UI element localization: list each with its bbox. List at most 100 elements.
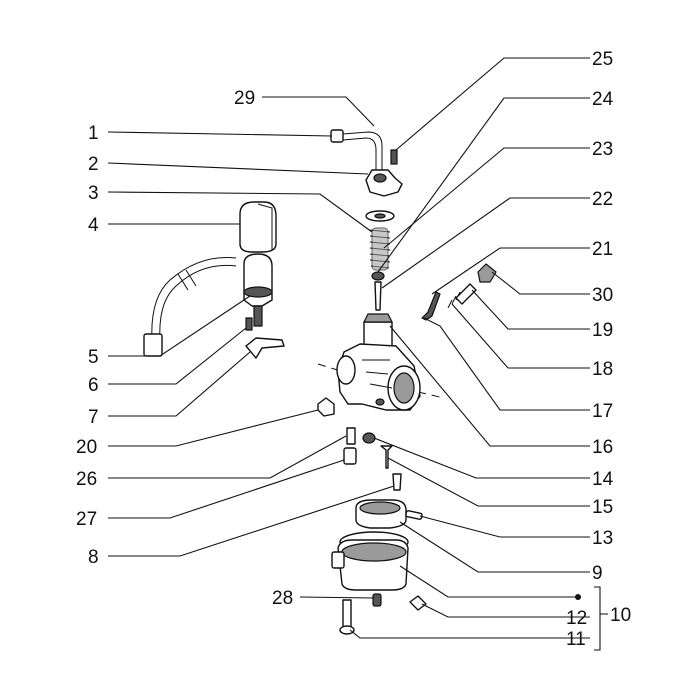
axis-line-right (417, 391, 445, 399)
jet-needle (374, 281, 382, 311)
body-detail (362, 359, 393, 389)
label-10: 10 (610, 605, 631, 626)
label-28: 28 (272, 588, 293, 609)
leader-21 (431, 247, 590, 295)
jet-holder (346, 427, 356, 445)
leader-14 (373, 437, 590, 479)
leader-25 (395, 57, 590, 151)
label-1: 1 (88, 123, 99, 144)
label-18: 18 (592, 359, 613, 380)
leader-2 (107, 162, 369, 175)
leader-1 (107, 131, 333, 137)
label-14: 14 (592, 469, 614, 490)
label-26: 26 (76, 469, 97, 490)
float-needle (392, 473, 402, 491)
label-12: 12 (566, 608, 587, 629)
label-11: 11 (566, 629, 586, 650)
adjust-cap (477, 263, 497, 283)
leader-15 (387, 457, 590, 507)
bowl-screw (342, 599, 352, 629)
label-3: 3 (88, 183, 99, 204)
leader-5 (108, 295, 251, 357)
top-cover-nut (373, 173, 387, 183)
leader-11 (349, 629, 590, 639)
label-30: 30 (592, 285, 613, 306)
choke-actuator-band (243, 286, 273, 298)
float-top (359, 501, 401, 515)
float-bowl-ear (331, 551, 345, 569)
label-22: 22 (592, 189, 613, 210)
label-29: 29 (234, 88, 255, 109)
label-24: 24 (592, 89, 614, 110)
cable-break (177, 269, 197, 291)
label-20: 20 (76, 437, 97, 458)
leader-8 (108, 485, 395, 557)
leader-lines (107, 57, 608, 651)
leader-7 (108, 351, 251, 417)
top-screw (390, 149, 398, 165)
leader-23 (383, 147, 590, 249)
label-16: 16 (592, 437, 613, 458)
label-5: 5 (88, 347, 99, 368)
leader-22 (381, 197, 590, 289)
label-13: 13 (592, 528, 613, 549)
label-17: 17 (592, 401, 613, 422)
choke-lever (317, 397, 335, 417)
leader-9 (399, 521, 590, 573)
label-9: 9 (592, 563, 603, 584)
hose-clip (330, 129, 344, 143)
top-cover (365, 169, 403, 197)
bowl-side-screw (409, 595, 427, 611)
fuel-hose (342, 131, 383, 175)
body-screw-hole (375, 398, 385, 406)
label-2: 2 (88, 154, 99, 175)
choke-actuator (243, 253, 273, 307)
leader-26 (108, 435, 347, 479)
label-7: 7 (88, 407, 99, 428)
choke-screw (245, 317, 253, 331)
idle-screw (421, 291, 441, 321)
carburetor-body (317, 313, 445, 411)
choke-cap (239, 201, 277, 253)
pilot-jet (362, 432, 376, 444)
label-6: 6 (88, 375, 99, 396)
bowl-screw-head (339, 625, 355, 635)
mixture-screw (455, 283, 477, 305)
leader-12 (421, 603, 590, 618)
leader-27 (108, 459, 345, 519)
bracket-10 (594, 586, 608, 651)
float-pin (405, 510, 423, 520)
leader-30 (491, 271, 590, 295)
leader-16 (389, 325, 590, 447)
label-19: 19 (592, 320, 613, 341)
main-jet (343, 447, 357, 465)
leader-29 (262, 96, 375, 127)
leader-19 (471, 289, 590, 330)
leader-10-bowl (399, 565, 578, 598)
leader-3 (107, 191, 373, 233)
leader-10-dot (575, 594, 581, 600)
leader-24 (377, 97, 590, 273)
leader-28 (299, 596, 375, 599)
body-slide-top (363, 313, 393, 323)
choke-bracket (245, 337, 285, 359)
parts-drawing (143, 129, 497, 635)
float-bowl-rim (341, 542, 407, 562)
leader-18 (451, 303, 590, 369)
leader-20 (108, 409, 319, 447)
part-labels: 1 2 3 4 5 6 7 20 26 27 8 29 25 24 23 22 … (76, 49, 631, 650)
choke-cable-connector (143, 333, 163, 357)
needle-clip (371, 271, 385, 281)
label-4: 4 (88, 215, 99, 236)
label-23: 23 (592, 139, 613, 160)
label-8: 8 (88, 547, 99, 568)
label-15: 15 (592, 497, 613, 518)
label-21: 21 (592, 239, 613, 260)
leader-13 (419, 515, 590, 538)
body-left-bore (336, 355, 356, 385)
cover-gasket-hole (374, 213, 386, 219)
throttle-spring-body (371, 227, 389, 271)
axis-line-left (317, 363, 345, 373)
